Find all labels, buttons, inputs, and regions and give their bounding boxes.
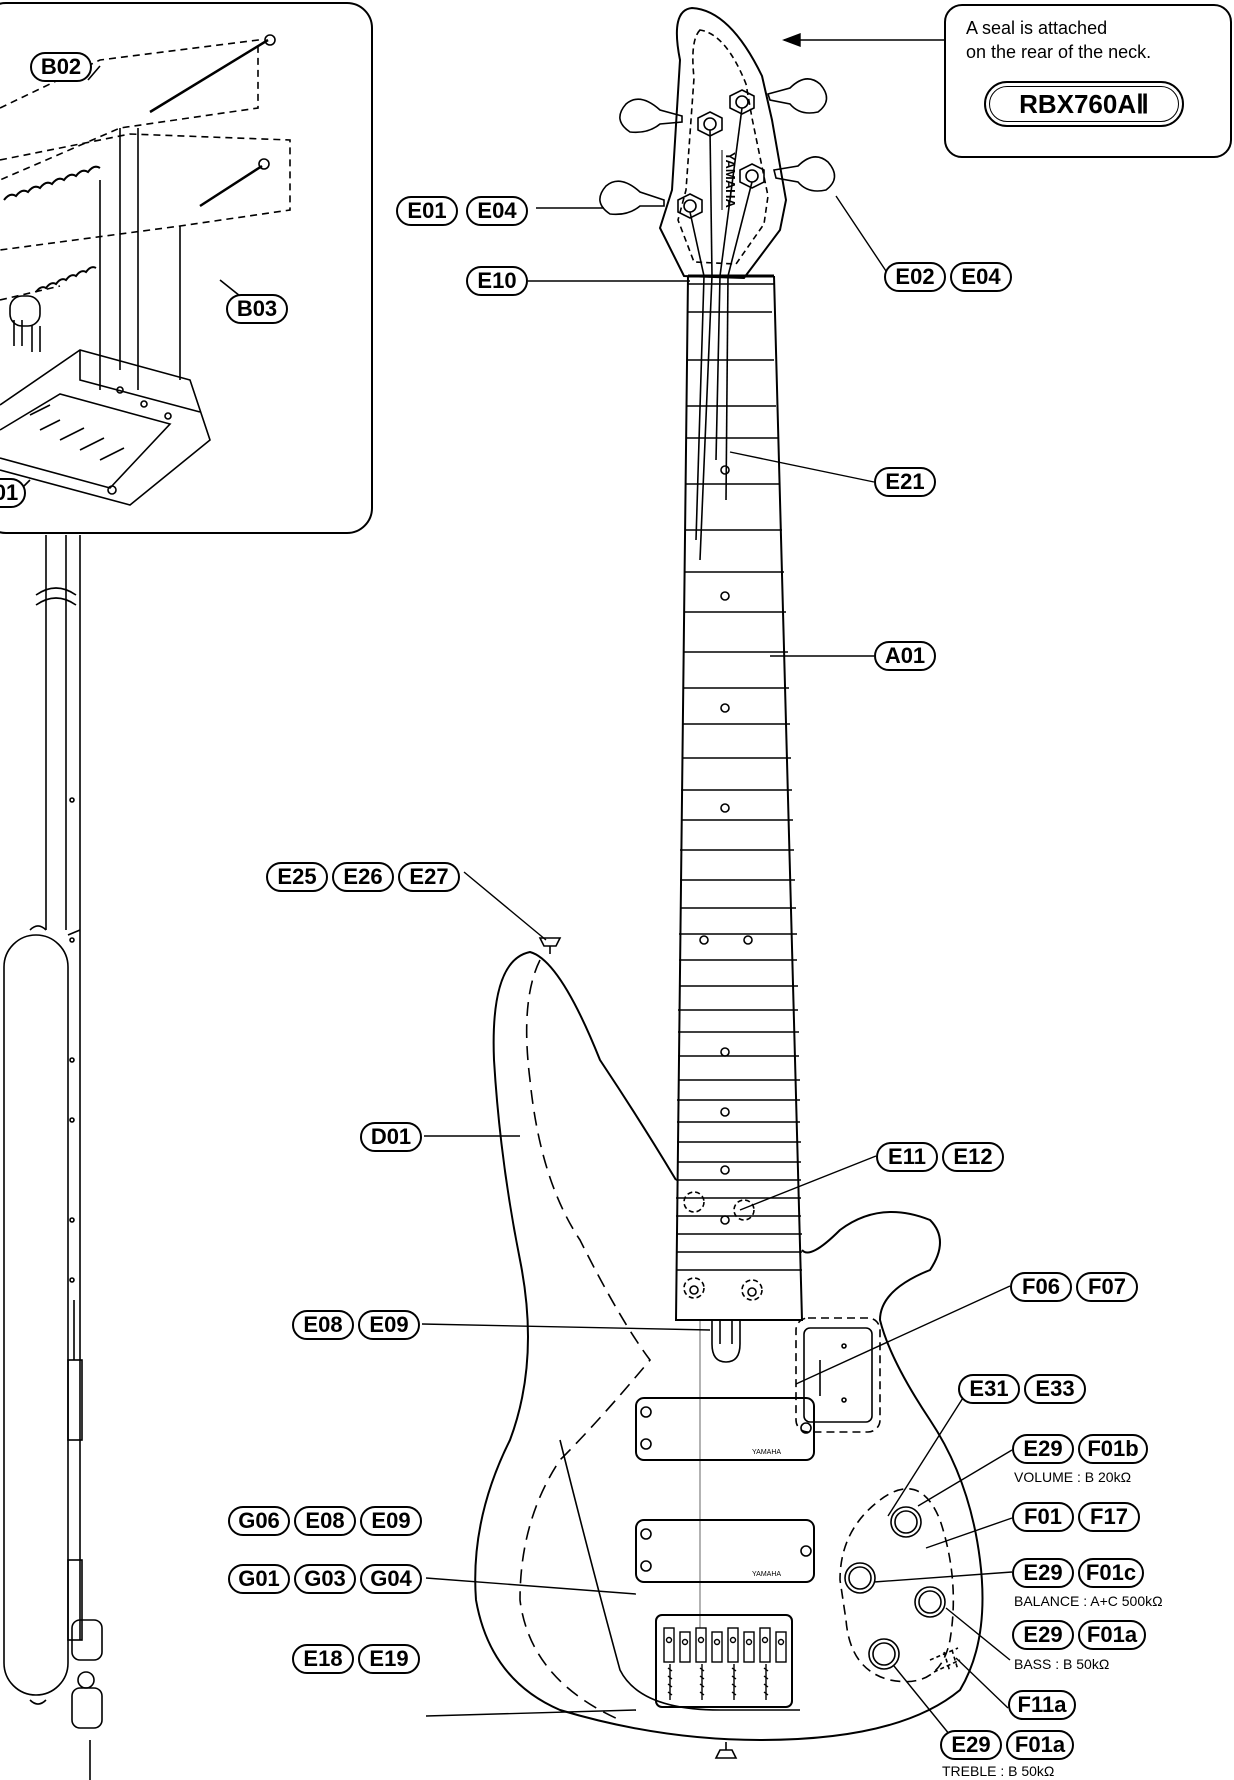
headstock-logo-text: YAMAHA [723, 152, 738, 208]
callout-e04-tuner-bass-side: E04 [466, 196, 528, 226]
callout-e01: E01 [396, 196, 458, 226]
side-view-drawing [3, 535, 103, 1780]
callout-f01a-bass: F01a [1078, 1620, 1146, 1650]
callout-e18-row: E18 [292, 1644, 354, 1674]
callout-f07: F07 [1076, 1272, 1138, 1302]
fretboard-drawing [674, 274, 804, 1321]
callout-f11a: F11a [1008, 1690, 1076, 1720]
bridge-detail-inset-frame [0, 2, 373, 534]
callout-e31: E31 [958, 1374, 1020, 1404]
pickup-logo-neck: YAMAHA [752, 1449, 781, 1456]
callout-a01: A01 [874, 641, 936, 671]
callout-e09-bridge: E09 [360, 1506, 422, 1536]
callout-e02: E02 [884, 262, 946, 292]
callout-g01: G01 [228, 1564, 290, 1594]
bridge-detail-inset-drawing [0, 34, 291, 506]
note-balance: BALANCE : A+C 500kΩ [1014, 1593, 1163, 1609]
callout-g06: G06 [228, 1506, 290, 1536]
pickup-logo-bridge: YAMAHA [752, 1571, 781, 1578]
callout-f17: F17 [1078, 1502, 1140, 1532]
headstock-drawing [599, 6, 836, 280]
callout-f01b: F01b [1078, 1434, 1148, 1464]
callout-e29-balance: E29 [1012, 1558, 1074, 1588]
seal-note-line2: on the rear of the neck. [966, 42, 1152, 62]
note-volume: VOLUME : B 20kΩ [1014, 1469, 1132, 1485]
callout-e12: E12 [942, 1142, 1004, 1172]
callout-e27: E27 [398, 862, 460, 892]
callout-b02: B02 [30, 52, 92, 82]
callout-f01c: F01c [1078, 1558, 1144, 1588]
callout-e25: E25 [266, 862, 328, 892]
callout-g04: G04 [360, 1564, 422, 1594]
callout-e04-tuner-treble-side: E04 [950, 262, 1012, 292]
callout-e26: E26 [332, 862, 394, 892]
note-bass: BASS : B 50kΩ [1014, 1656, 1110, 1672]
callout-e08-bridge: E08 [294, 1506, 356, 1536]
body-drawing [474, 937, 984, 1759]
callout-f01: F01 [1012, 1502, 1074, 1532]
callout-d01: D01 [360, 1122, 422, 1152]
callout-e33: E33 [1024, 1374, 1086, 1404]
callout-e29-treble: E29 [940, 1730, 1002, 1760]
callout-e10: E10 [466, 266, 528, 296]
leader-lines [421, 32, 1013, 1741]
callout-g03: G03 [294, 1564, 356, 1594]
callout-f01a-treble: F01a [1006, 1730, 1074, 1760]
callout-e29-bass: E29 [1012, 1620, 1074, 1650]
callout-f06: F06 [1010, 1272, 1072, 1302]
seal-note-line1: A seal is attached [966, 18, 1108, 38]
seal-note-box: A seal is attached on the rear of the ne… [944, 4, 1232, 158]
callout-e21: E21 [874, 467, 936, 497]
callout-e19-row: E19 [358, 1644, 420, 1674]
callout-e29-volume: E29 [1012, 1434, 1074, 1464]
callout-e11: E11 [876, 1142, 938, 1172]
callout-e09-neck: E09 [358, 1310, 420, 1340]
seal-model-number: RBX760AⅡ [984, 81, 1184, 127]
callout-b03: B03 [226, 294, 288, 324]
note-treble: TREBLE : B 50kΩ [942, 1763, 1055, 1779]
callout-e08-neck: E08 [292, 1310, 354, 1340]
callout-b01-partial: 01 [0, 478, 26, 508]
